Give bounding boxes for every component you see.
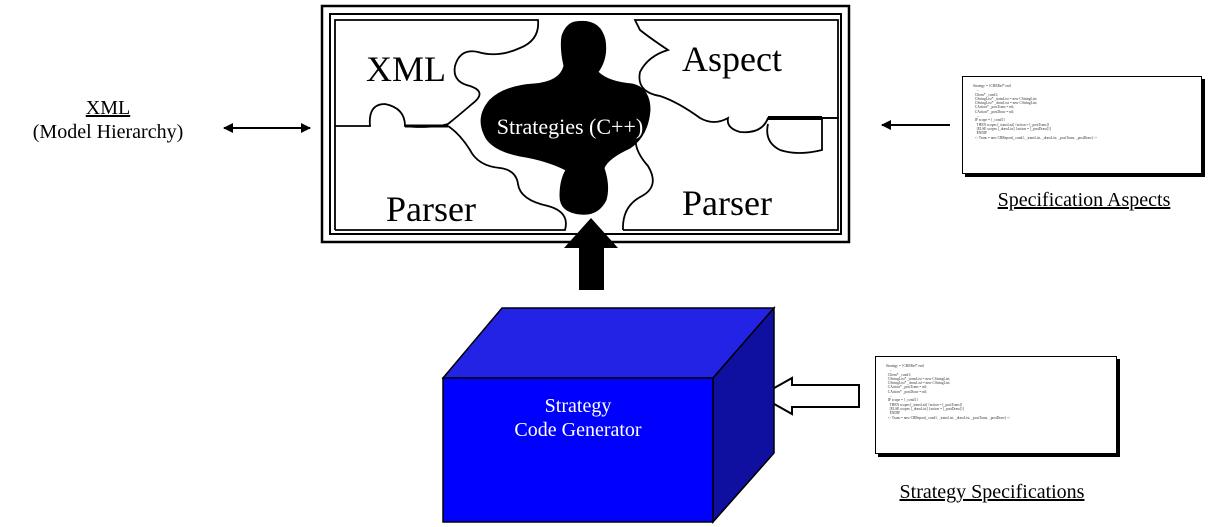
puzzle-piece-bottom-left <box>334 125 567 231</box>
generator-front-face <box>442 377 714 523</box>
puzzle-label-xml: XML <box>366 49 446 89</box>
puzzle-piece-bottom-right <box>622 117 839 231</box>
strategy-specifications-document: Strategy = {CBERef* ent} ... CItem* _con… <box>875 356 1117 454</box>
generator-output-arrow <box>564 218 618 290</box>
puzzle-piece-top-left <box>334 19 540 128</box>
spec-input-hollow-arrow <box>757 376 860 416</box>
xml-model-title: XML <box>85 97 131 119</box>
code-generator-box <box>441 305 776 524</box>
generator-label-line2: Code Generator <box>514 419 642 441</box>
puzzle-label-parser-left: Parser <box>386 189 476 229</box>
strategies-core-blob <box>480 20 651 215</box>
specification-aspects-document: Strategy = {CBERef* ent} ... CItem* _con… <box>962 76 1202 174</box>
puzzle-piece-top-right <box>633 19 839 134</box>
generator-label-line1: Strategy <box>544 395 612 417</box>
puzzle-label-aspect: Aspect <box>682 39 782 79</box>
puzzle-label-parser-right: Parser <box>682 183 772 223</box>
puzzle-outlines <box>334 19 839 231</box>
strategies-core-label: Strategies (C++) <box>496 114 644 139</box>
strategy-specifications-caption: Strategy Specifications <box>899 481 1085 503</box>
xml-model-subtitle: (Model Hierarchy) <box>32 121 184 143</box>
specification-aspects-caption: Specification Aspects <box>997 189 1171 211</box>
